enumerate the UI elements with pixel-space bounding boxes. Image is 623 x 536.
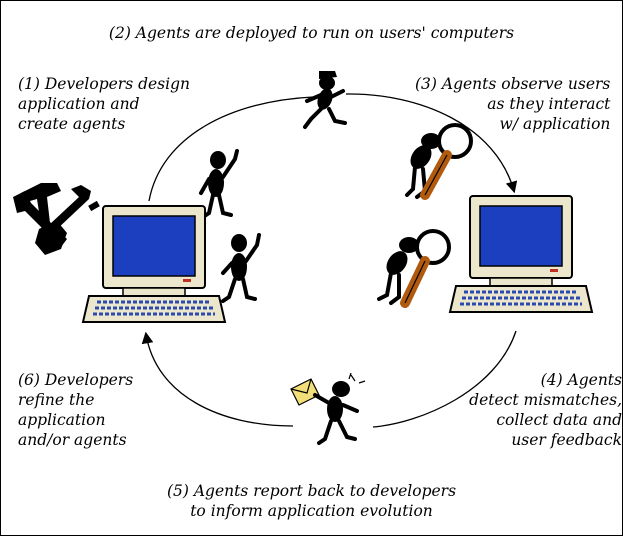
arc-bottom-left (141, 331, 294, 427)
caption-line: collect data and (496, 411, 622, 429)
caption-line: application (18, 411, 106, 429)
caption-step-6: (6) Developers refine the application an… (18, 370, 133, 450)
tools-icon (13, 183, 100, 255)
cycle-arrows (141, 93, 518, 428)
caption-line: create agents (18, 115, 126, 133)
caption-line: detect mismatches, (469, 391, 622, 409)
developer-figure-icon (199, 149, 239, 219)
computer-icon (81, 205, 227, 323)
arc-top-right (345, 93, 518, 194)
caption-step-2: (2) Agents are deployed to run on users'… (1, 23, 622, 43)
caption-line: (6) Developers (18, 371, 134, 389)
caption-step-1: (1) Developers design application and cr… (18, 74, 190, 134)
caption-line: as they interact (487, 95, 611, 113)
caption-line: to inform application evolution (190, 502, 433, 520)
arc-right-bottom (372, 330, 517, 428)
caption-line: refine the (18, 391, 95, 409)
caption-line: (1) Developers design (18, 75, 190, 93)
caption-line: (5) Agents report back to developers (166, 482, 457, 500)
caption-step-4: (4) Agents detect mismatches, collect da… (461, 370, 622, 450)
caption-step-5: (5) Agents report back to developers to … (1, 481, 622, 521)
caption-line: (3) Agents observe users (415, 75, 611, 93)
arc-top-left (148, 96, 314, 202)
caption-line: application and (18, 95, 140, 113)
magnifier-agent-icon (377, 229, 451, 308)
messenger-agent-icon (290, 372, 366, 445)
caption-line: w/ application (499, 115, 611, 133)
runner-agent-icon (303, 71, 347, 129)
computer-icon (448, 195, 594, 313)
developer-figure-icon (221, 233, 261, 303)
caption-line: (2) Agents are deployed to run on users'… (108, 24, 515, 42)
caption-step-3: (3) Agents observe users as they interac… (415, 74, 610, 134)
caption-line: and/or agents (18, 431, 127, 449)
magnifier-agent-icon (405, 123, 473, 200)
envelope-icon (290, 378, 320, 406)
caption-line: (4) Agents (540, 371, 622, 389)
caption-line: user feedback (511, 431, 622, 449)
